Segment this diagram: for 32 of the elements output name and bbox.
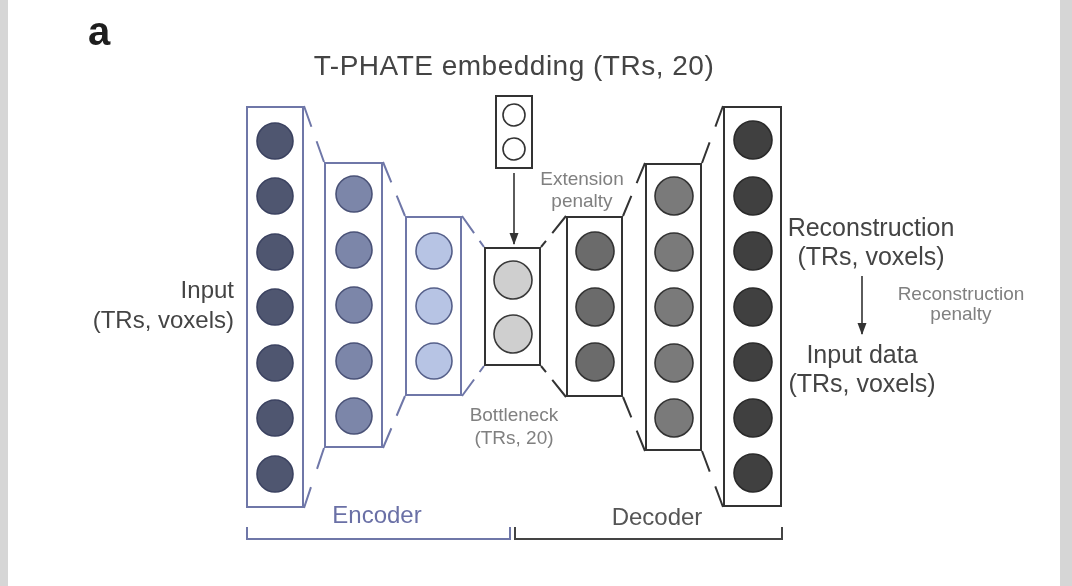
connection-line	[303, 105, 325, 163]
connection-line	[303, 447, 325, 509]
connection-line	[382, 161, 406, 217]
layer-box	[566, 216, 623, 397]
section-label: Encoder	[332, 501, 422, 529]
connection-line	[382, 395, 406, 449]
layer-box	[405, 216, 462, 396]
connection-line	[540, 365, 567, 398]
connection-line	[622, 396, 646, 452]
node-label: Input data (TRs, voxels)	[788, 340, 936, 398]
node-caption: Input (TRs, voxels)	[92, 275, 234, 335]
layer-box	[645, 163, 702, 451]
caption: Bottleneck (TRs, 20)	[469, 403, 559, 449]
layer-box	[324, 162, 383, 448]
panel-letter: a	[88, 11, 111, 51]
edge-label: Reconstruction penalty	[897, 284, 1025, 324]
connection-line	[701, 105, 724, 164]
arrow	[857, 275, 867, 335]
node-caption: T-PHATE embedding (TRs, 20)	[313, 49, 715, 83]
layer-box	[246, 106, 304, 508]
layer-box	[495, 95, 533, 169]
edge-label: Extension penalty	[540, 168, 624, 212]
layer-box	[723, 106, 782, 507]
connection-line	[461, 365, 485, 397]
layer-box	[484, 247, 541, 366]
connection-line	[622, 162, 646, 217]
connection-line	[701, 450, 724, 508]
section-label: Decoder	[611, 503, 703, 531]
connection-line	[540, 215, 567, 248]
arrow	[509, 172, 519, 245]
connection-line	[461, 215, 485, 248]
node-label: Reconstruction (TRs, voxels)	[787, 213, 955, 271]
